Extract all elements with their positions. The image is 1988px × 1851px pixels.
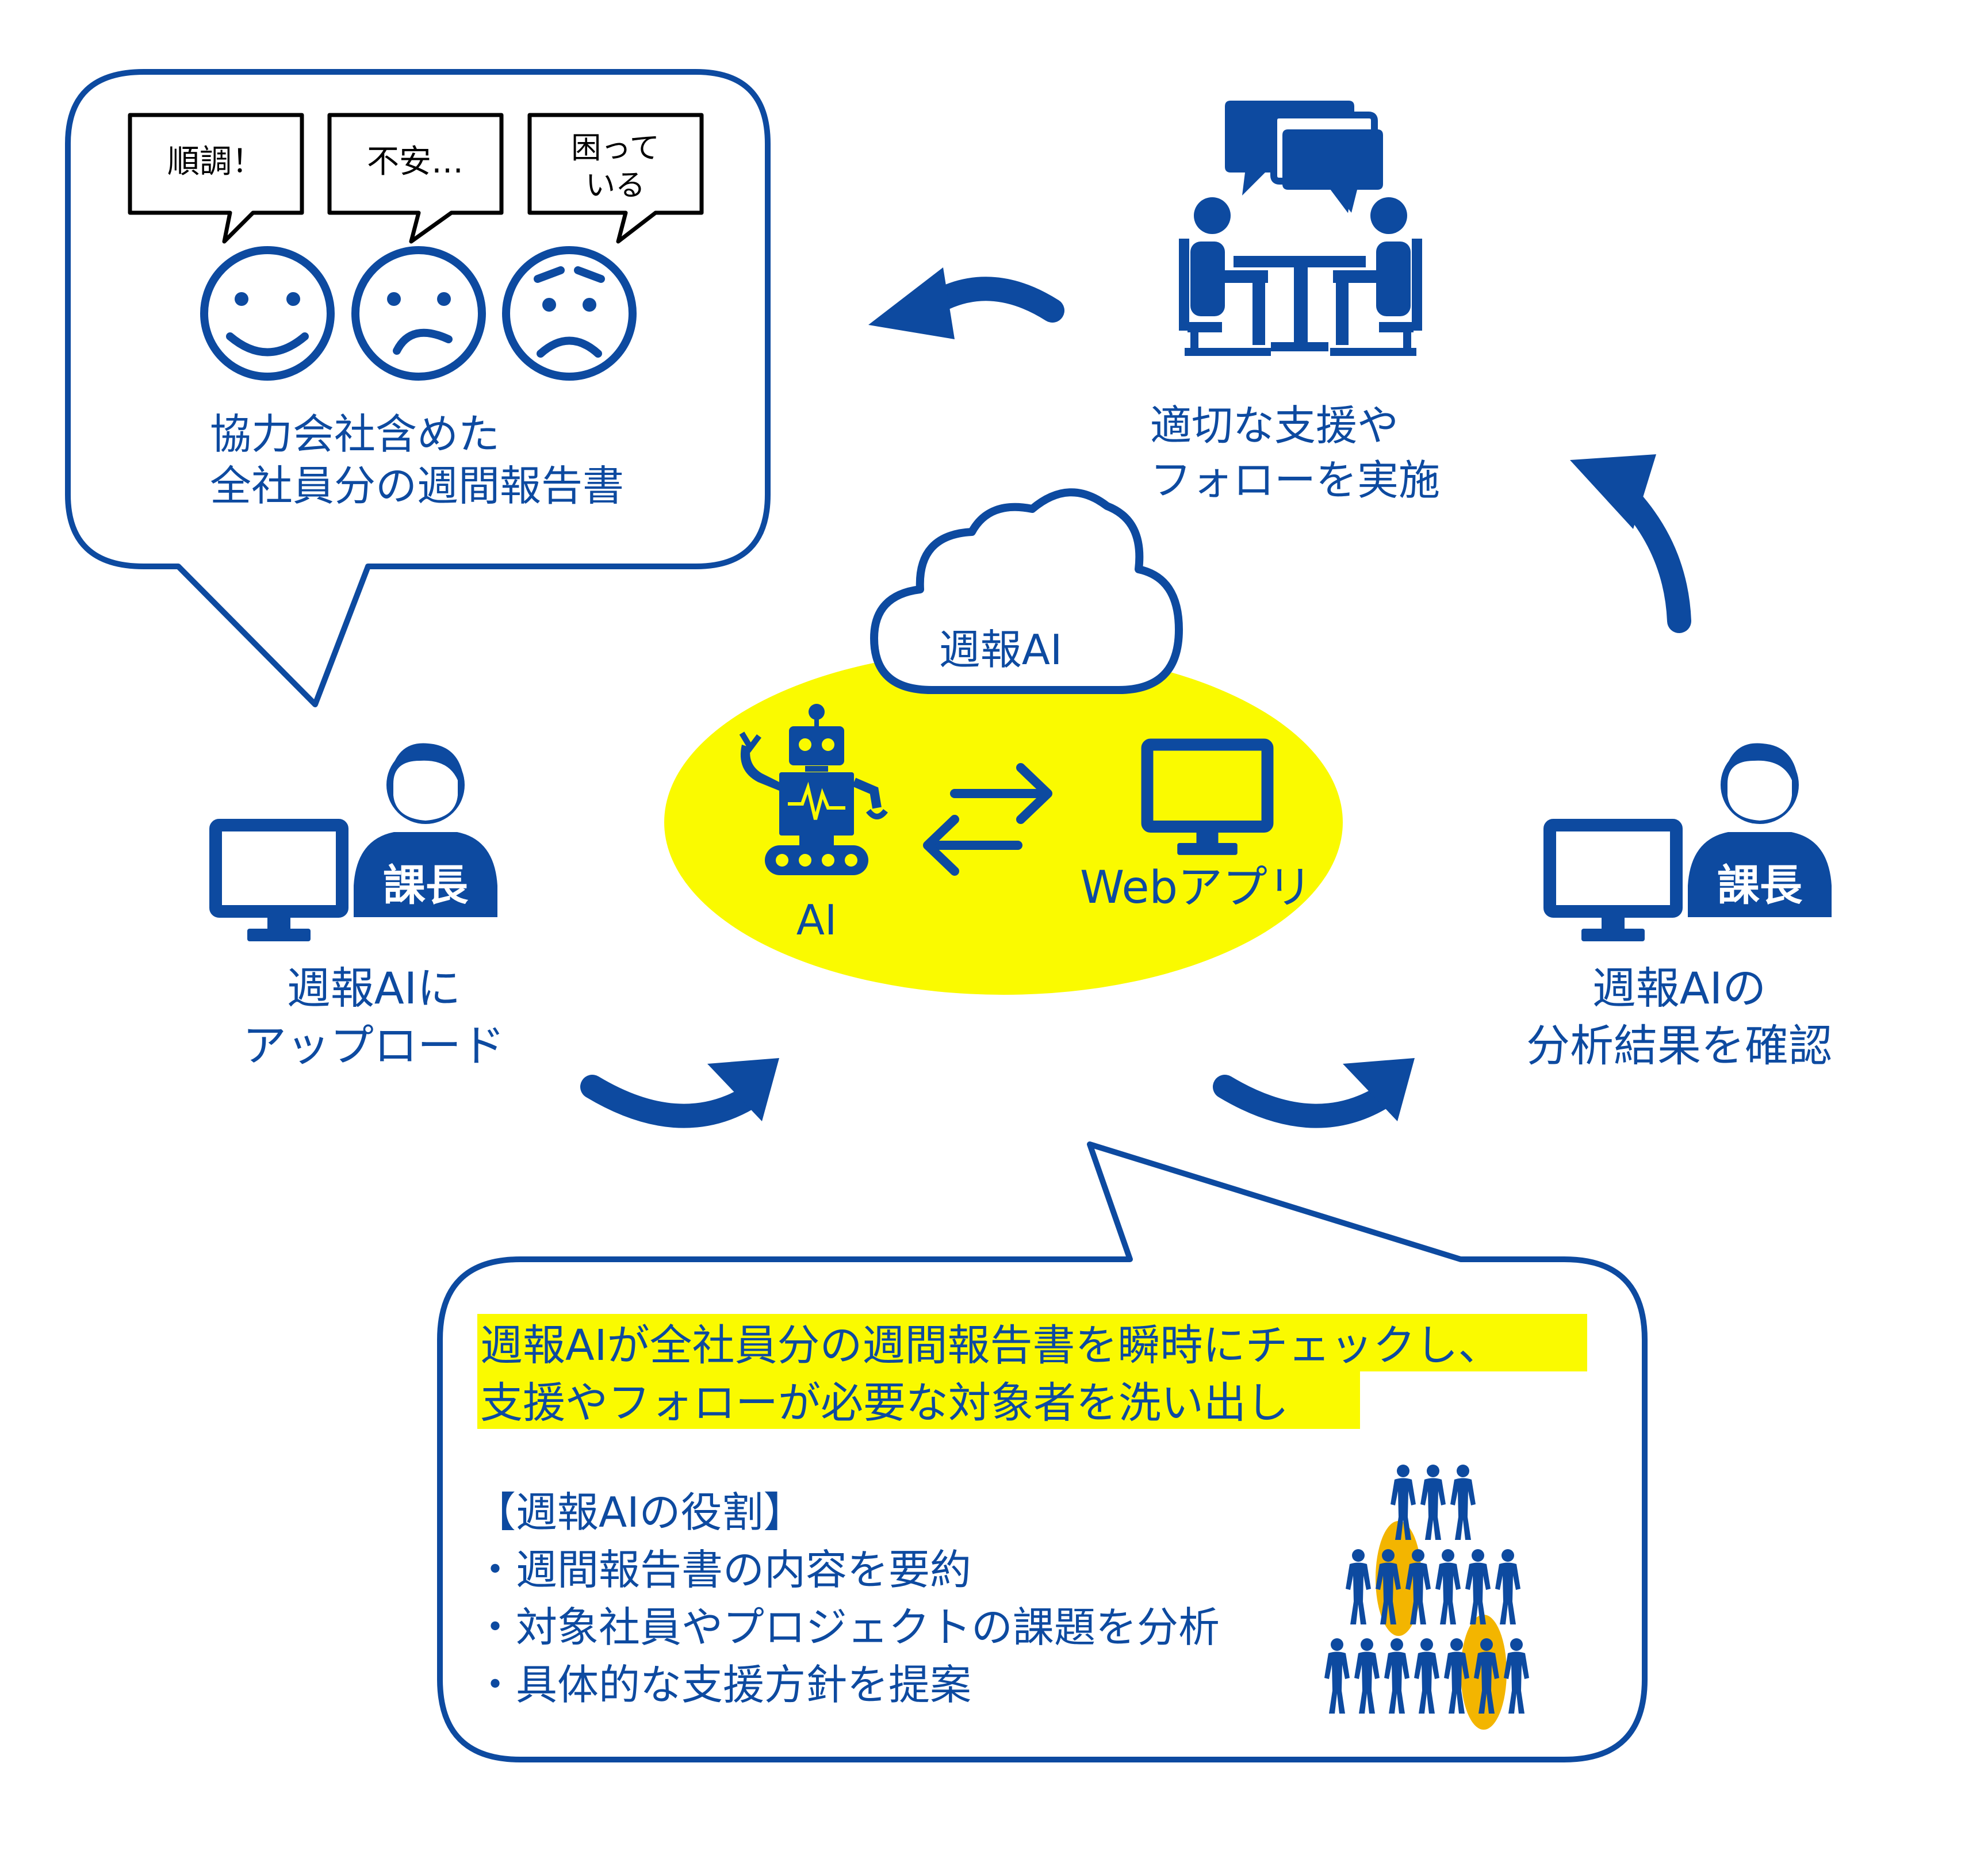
robot-label: AI (796, 896, 837, 944)
right-computer-icon (1550, 825, 1676, 941)
speech-box-3-line-1: 困って (571, 131, 659, 166)
summary-line-2: 支援やフォローが必要な対象者を洗い出し (480, 1378, 1289, 1428)
arrow-to-support (1570, 454, 1691, 633)
upload-caption-line-1: 週報AIに (287, 963, 461, 1014)
left-manager-badge: 課長 (383, 861, 469, 910)
role-heading: 【週報AIの役割】 (474, 1488, 805, 1536)
support-caption-line-2: フォローを実施 (1150, 456, 1440, 504)
troubled-face-icon (502, 246, 637, 381)
support-caption-line-1: 適切な支援や (1150, 401, 1399, 450)
cloud-label: 週報AI (939, 626, 1063, 674)
reports-caption-line-1: 協力会社含めた (210, 410, 500, 458)
left-computer-icon (216, 825, 342, 941)
right-manager-badge: 課長 (1717, 861, 1803, 910)
role-item-1: ・週間報告書の内容を要約 (474, 1546, 971, 1594)
role-item-2: ・対象社員やプロジェクトの課題を分析 (474, 1603, 1220, 1651)
speech-box-1: 順調！ (128, 113, 304, 244)
confirm-caption-line-1: 週報AIの (1592, 963, 1766, 1014)
robot-icon (739, 704, 888, 875)
arrow-to-ai (580, 1058, 779, 1128)
exchange-arrows-icon (923, 763, 1052, 876)
explanation-callout (437, 1141, 1648, 1762)
summary-highlight-1 (477, 1314, 1587, 1371)
reports-caption-line-2: 全社員分の週間報告書 (210, 462, 624, 510)
summary-line-1: 週報AIが全社員分の週間報告書を瞬時にチェックし、 (480, 1321, 1500, 1370)
speech-box-3-line-2: いる (585, 168, 645, 203)
upload-caption-line-2: アップロード (243, 1020, 505, 1071)
arrow-to-confirm (1213, 1058, 1415, 1128)
summary-highlight-2 (477, 1371, 1360, 1429)
smiling-face-icon (200, 246, 335, 381)
reports-callout (65, 69, 771, 707)
crowd-pyramid-icon (1324, 1465, 1529, 1730)
meeting-icon (1179, 101, 1422, 356)
arrow-to-reports (868, 267, 1064, 339)
role-item-3: ・具体的な支援方針を提案 (474, 1661, 971, 1709)
speech-box-2-text: 不安… (367, 143, 464, 181)
worried-face-icon (351, 246, 486, 381)
confirm-caption-line-2: 分析結果を確認 (1526, 1020, 1832, 1071)
speech-box-3: 困って いる (527, 113, 704, 244)
speech-box-1-text: 順調！ (167, 143, 264, 181)
speech-box-2: 不安… (327, 113, 504, 244)
cloud-icon: 週報AI (870, 488, 1183, 694)
web-app-label: Webアプリ (1080, 862, 1312, 914)
